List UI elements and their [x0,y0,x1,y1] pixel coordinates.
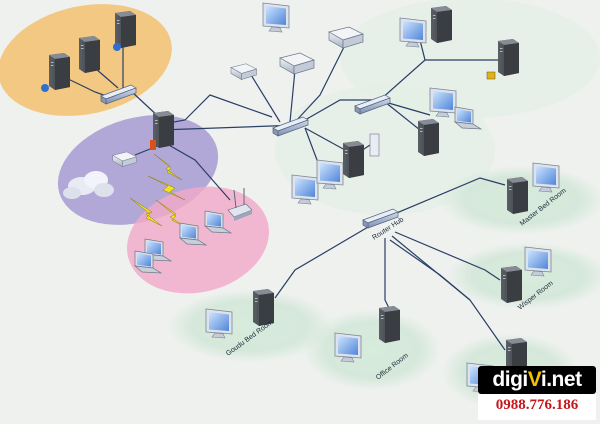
server-cluster [41,11,136,92]
brand-phone: 0988.776.186 [495,397,579,413]
monitor-icon [291,174,319,205]
wireless-access-point-icon [227,188,253,221]
brand-logo-box: digiVi.net [478,366,596,394]
office-zone [304,310,440,390]
phone-icon [369,133,380,157]
wisper-zone [448,243,600,309]
server-tower-icon [115,11,136,48]
server-tower-icon [79,36,100,73]
brand-name: digiVi.net [492,368,582,391]
monitor-icon [262,2,290,33]
firewall-server-icon [153,111,174,148]
globe-icon [113,43,121,51]
tower-icon [507,177,528,214]
globe-icon [41,84,49,92]
lock-icon [486,71,496,80]
tower-icon [431,6,452,43]
tower-icon [418,119,439,156]
brand-logo: digiVi.net 0988.776.186 [478,366,596,420]
firewall-icon [150,140,156,150]
server-tower-icon [49,53,70,90]
tower-icon [501,266,522,303]
tower-icon [343,141,364,178]
tower-icon [379,306,400,343]
internet-cloud-icon [63,171,114,199]
network-device-icon [279,52,315,75]
tower-icon [498,39,519,76]
goudu-zone [168,290,332,362]
